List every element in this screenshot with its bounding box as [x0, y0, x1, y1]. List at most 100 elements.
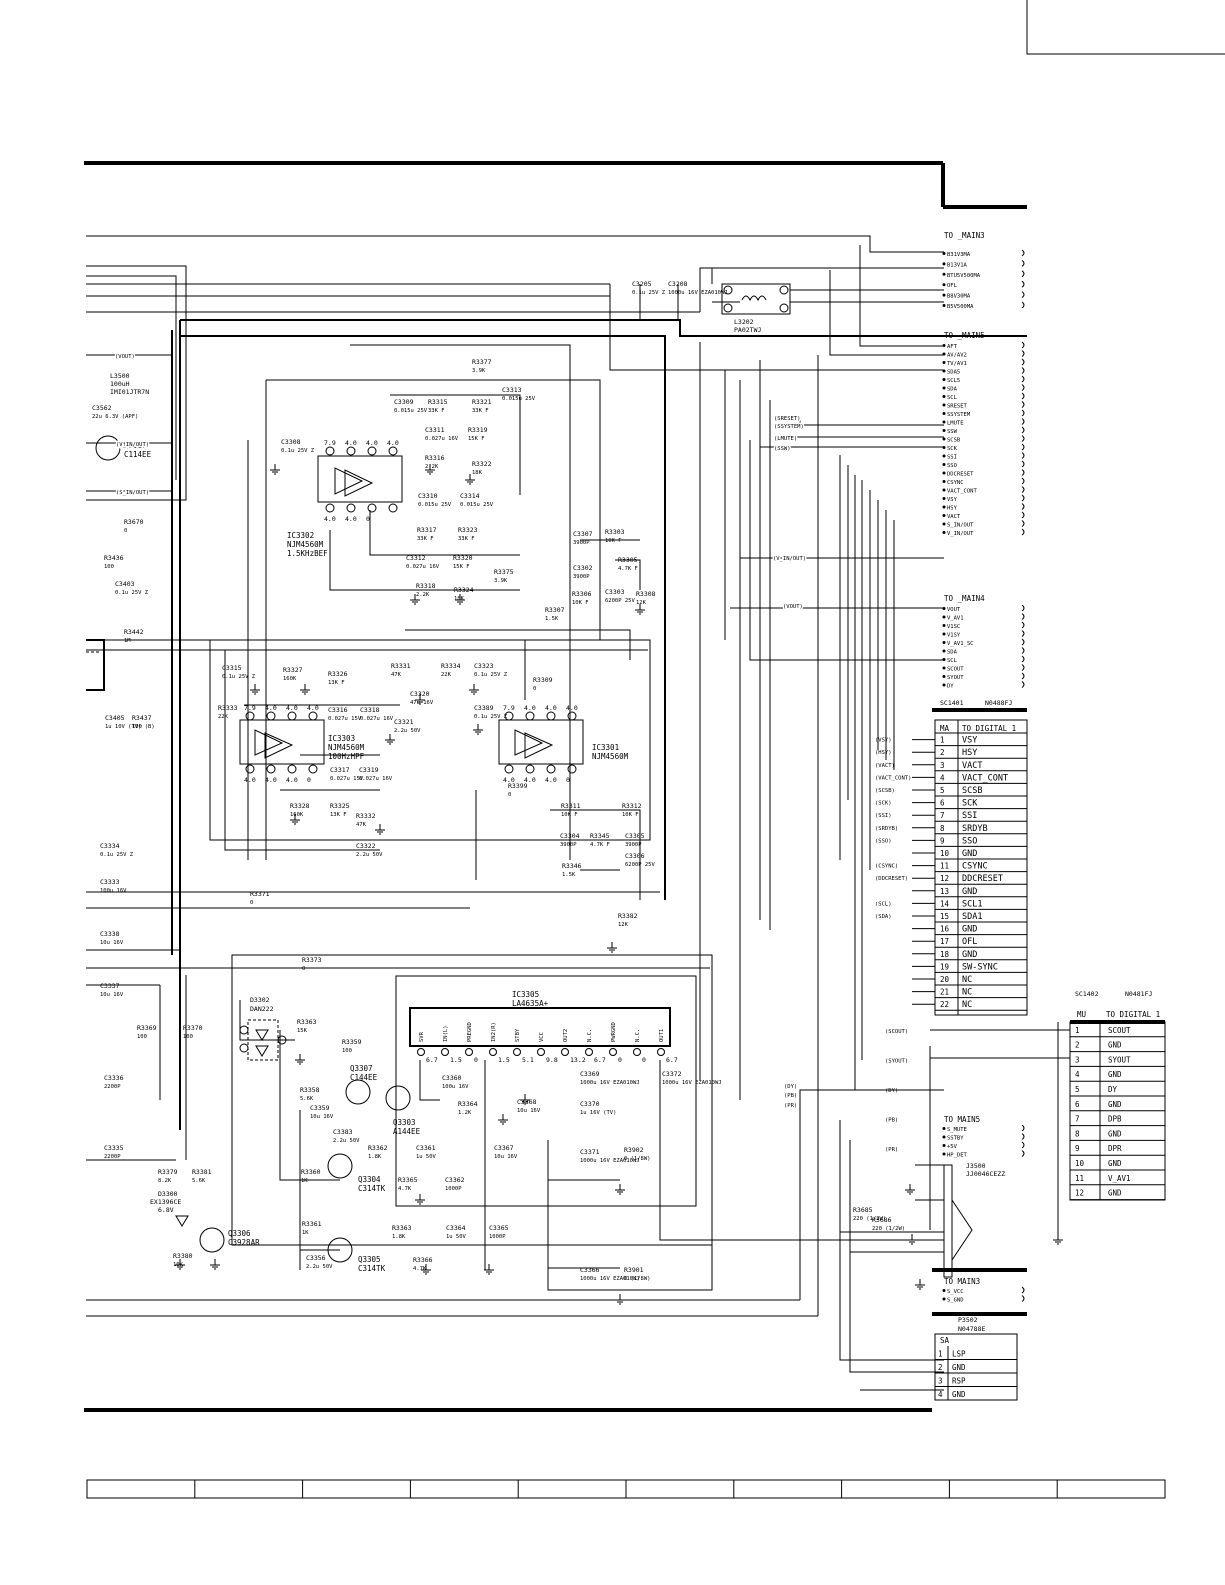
- brace-mark: [1021, 443, 1025, 451]
- component-ref: R3375: [494, 568, 514, 576]
- sc1402-net-tag: (PB): [885, 1118, 898, 1124]
- brace-mark: [1021, 401, 1025, 408]
- ic3305-pin: [513, 1048, 521, 1056]
- component-ref: C3305: [625, 832, 645, 840]
- component-value: 10u 16V: [100, 992, 124, 998]
- sc1402-pin-number: 4: [1075, 1070, 1080, 1079]
- component-value: 15K F: [453, 564, 470, 570]
- sc1401-pin-name: HSY: [962, 748, 977, 758]
- transistor-ref: Q3305: [358, 1255, 381, 1264]
- brace-mark: [1021, 664, 1025, 671]
- brace-mark: [1021, 280, 1025, 288]
- ic3301-pin: [525, 764, 535, 774]
- ic-ref: IC3301: [592, 743, 619, 752]
- component-value: 2.2u 50V: [306, 1264, 333, 1270]
- transistor-part: A144EE: [393, 1127, 421, 1136]
- brace-mark: [1021, 1295, 1025, 1302]
- sc1402-net-tag: (DY): [885, 1088, 898, 1094]
- component-value: 220 (1/2W): [872, 1226, 905, 1232]
- component-ref: R3360: [301, 1168, 321, 1176]
- ic3302-pin: [346, 503, 356, 513]
- component-value: 10K F: [622, 812, 639, 818]
- component-value: 10K F: [561, 812, 578, 818]
- sc1401-pin-name: NC: [962, 975, 972, 985]
- transistor-ref: Q3304: [358, 1175, 381, 1184]
- sc1402-pin-name: GND: [1108, 1100, 1122, 1109]
- component-ref: R3685: [853, 1206, 873, 1214]
- inductor-part: 100uH: [110, 380, 130, 388]
- ground-symbols: [175, 464, 1063, 1305]
- component-value: 2.2u 50V: [394, 728, 421, 734]
- component-value: 1.8K: [392, 1234, 406, 1240]
- main5-top-pin-dot: [942, 412, 946, 415]
- sc1401-pin-number: 6: [940, 799, 945, 808]
- ic3305-pin-name: VCC: [539, 1032, 545, 1042]
- component-ref: C3362: [445, 1176, 465, 1184]
- ground-icon: [469, 684, 479, 695]
- ground-icon: [455, 594, 465, 605]
- ground-icon: [410, 594, 420, 605]
- p3502-pin-name: GND: [952, 1390, 966, 1399]
- component-value: 0.027u 16V: [406, 564, 440, 570]
- sc1401-net-tag: (SCK): [875, 801, 892, 807]
- component-ref: R3365: [398, 1176, 418, 1184]
- component-value: 4.7K F: [590, 842, 610, 848]
- main5-top-pin-dot: [942, 454, 946, 458]
- component-ref: C3371: [580, 1148, 600, 1156]
- sc1402-pin-number: 3: [1075, 1055, 1080, 1064]
- ic-part: NJM4560M: [287, 540, 324, 549]
- sc1401-net-tag: (SSI): [875, 813, 892, 819]
- ic3305-pin-name: N.C.: [587, 1029, 593, 1042]
- ic3301-voltage: 4.0: [503, 776, 515, 784]
- component-ref: R3320: [453, 554, 473, 562]
- sc1401-pin-name: SCL1: [962, 899, 982, 909]
- component-value: 18K: [472, 470, 483, 476]
- net-label: (PR): [784, 1103, 797, 1109]
- sc1401-part: N0488FJ: [985, 699, 1012, 707]
- ground-icon: [210, 1259, 220, 1270]
- component-ref: R3382: [618, 912, 638, 920]
- ic3305-pin: [633, 1048, 641, 1056]
- component-value: 47u 16V: [410, 700, 434, 706]
- main5-top-pin-label: SSW: [947, 429, 958, 435]
- component-ref: R3369: [137, 1024, 157, 1032]
- sc1401-col2: TO DIGITAL 1: [962, 724, 1016, 733]
- brace-mark: [1021, 469, 1025, 476]
- ic3305-pin-name: PWRGND: [611, 1022, 617, 1042]
- main5-top-pin-dot: [942, 522, 946, 526]
- component-ref: R3333: [218, 704, 238, 712]
- ic3302-pin: [325, 503, 335, 513]
- component-value: 220 (1/2W): [853, 1216, 886, 1222]
- component-ref: C3317: [330, 766, 350, 774]
- transistor-part: C314TK: [358, 1264, 386, 1273]
- inductor-ref: L3500: [110, 372, 130, 380]
- ic3303-pin: [245, 764, 255, 774]
- ic3305-pin-voltage: 0: [618, 1056, 622, 1064]
- ic3301-pin: [567, 711, 577, 721]
- main3-top-pin-label: B13V1A: [947, 262, 968, 268]
- component-value: 10K F: [605, 538, 622, 544]
- transistor-ref: Q3307: [350, 1064, 373, 1073]
- ic3301-voltage: 4.0: [545, 704, 557, 712]
- ground-icon: [915, 1279, 925, 1290]
- component-value: 1000P: [489, 1234, 506, 1240]
- connector-main5-top: TO _MAIN5 AFTAV/AV2TV/AV1SDA5SCL5SDASCLS…: [942, 331, 985, 537]
- net-label: (SSYSTEM): [774, 424, 804, 430]
- sc1402-pin-name: GND: [1108, 1041, 1122, 1050]
- component-ref: R3324: [454, 586, 474, 594]
- main5-top-pin-dot: [942, 446, 946, 449]
- ground-icon: [520, 1094, 530, 1105]
- component-ref: C3312: [406, 554, 426, 562]
- brace-mark: [1021, 503, 1025, 510]
- sc1401-net-tag: (VACT_CONT): [875, 775, 911, 781]
- component-value: 22K: [441, 672, 452, 678]
- component-ref: C3307: [573, 530, 593, 538]
- component-value: 2200P: [104, 1154, 121, 1160]
- component-ref: C3361: [416, 1144, 436, 1152]
- net-label: (LMUTE): [774, 436, 797, 442]
- p3502-ref: P3502: [958, 1316, 978, 1324]
- component-ref: R3326: [328, 670, 348, 678]
